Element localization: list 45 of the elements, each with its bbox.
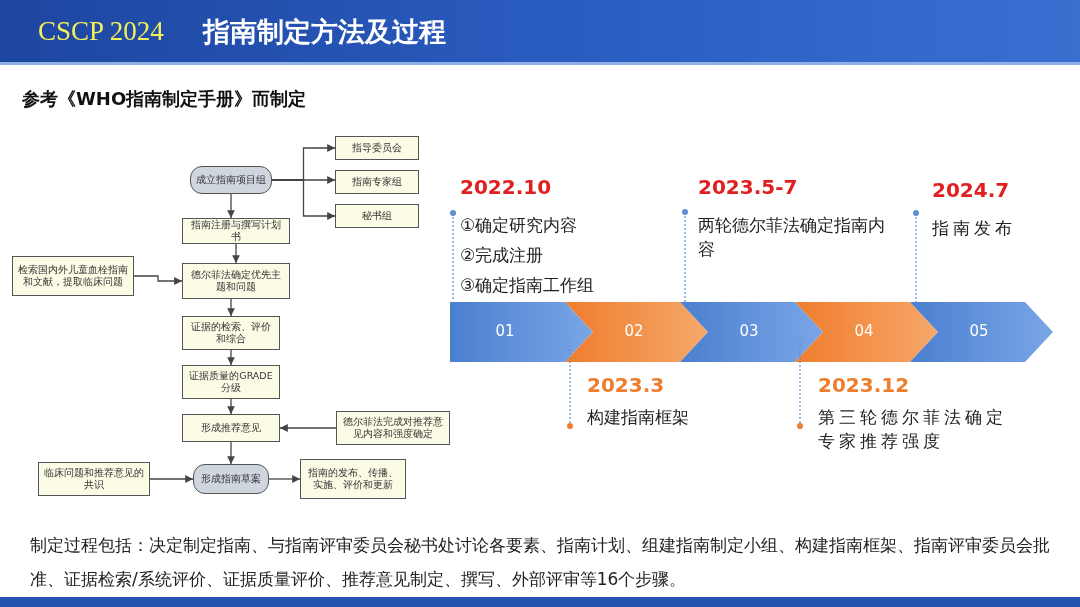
terminal-box: 形成指南草案: [193, 464, 269, 494]
process-box: 德尔菲法完成对推荐意见内容和强度确定: [336, 411, 450, 445]
milestone-text: ③确定指南工作组: [460, 274, 596, 297]
terminal-box: 成立指南项目组: [190, 166, 272, 194]
process-box: 形成推荐意见: [182, 414, 280, 442]
milestone-text: ①确定研究内容: [460, 214, 579, 237]
arrow: [227, 193, 235, 219]
process-box: 秘书组: [335, 204, 419, 228]
arrow: [149, 475, 194, 483]
subtitle: 参考《WHO指南制定手册》而制定: [22, 87, 307, 111]
conference-label: CSCP 2024: [38, 16, 164, 47]
caption-text: 制定过程包括：决定制定指南、与指南评审委员会秘书处讨论各要素、指南计划、组建指南制定小组、构建指南框架、指南评审委员会批准、证据检索/系统评价、证据质量评价、推荐意见制定、撰写、外部评审等16个步骤。: [30, 534, 1050, 591]
timeline-step: 02: [565, 302, 708, 362]
milestone-text: 指南发布: [932, 217, 1017, 240]
process-box: 德尔菲法确定优先主题和问题: [182, 263, 290, 299]
arrow: [133, 275, 183, 285]
process-box: 临床问题和推荐意见的共识: [38, 462, 150, 496]
milestone-text: 构建指南框架: [587, 406, 690, 429]
milestone-text: 两轮德尔菲法确定指南内容: [698, 214, 886, 261]
timeline-step: 03: [680, 302, 823, 362]
date-label: 2023.5-7: [698, 175, 799, 199]
process-box: 指南专家组: [335, 170, 419, 194]
date-label: 2022.10: [460, 175, 553, 199]
milestone-text: ②完成注册: [460, 244, 545, 267]
process-box: 指导委员会: [335, 136, 419, 160]
arrow: [227, 298, 235, 317]
date-label: 2023.12: [818, 373, 911, 397]
arrow: [227, 349, 235, 366]
arrow: [227, 398, 235, 415]
arrow: [279, 424, 337, 432]
process-box: 指南注册与撰写计划书: [182, 218, 290, 244]
process-box: 证据质量的GRADE分级: [182, 365, 280, 399]
process-box: 指南的发布、传播、实施、评价和更新: [300, 459, 406, 499]
timeline-step: 04: [795, 302, 938, 362]
timeline-step: 05: [910, 302, 1053, 362]
date-label: 2023.3: [587, 373, 666, 397]
process-box: 检索国内外儿童血栓指南和文献，提取临床问题: [12, 256, 134, 296]
arrow: [232, 243, 240, 264]
date-label: 2024.7: [932, 178, 1011, 202]
slide-title: 指南制定方法及过程: [203, 15, 446, 49]
arrow: [268, 475, 301, 483]
milestone-text: 第三轮德尔菲法确定专家推荐强度: [818, 406, 1008, 453]
arrow: [271, 179, 336, 220]
process-box: 证据的检索、评价和综合: [182, 316, 280, 350]
arrow: [227, 441, 235, 465]
